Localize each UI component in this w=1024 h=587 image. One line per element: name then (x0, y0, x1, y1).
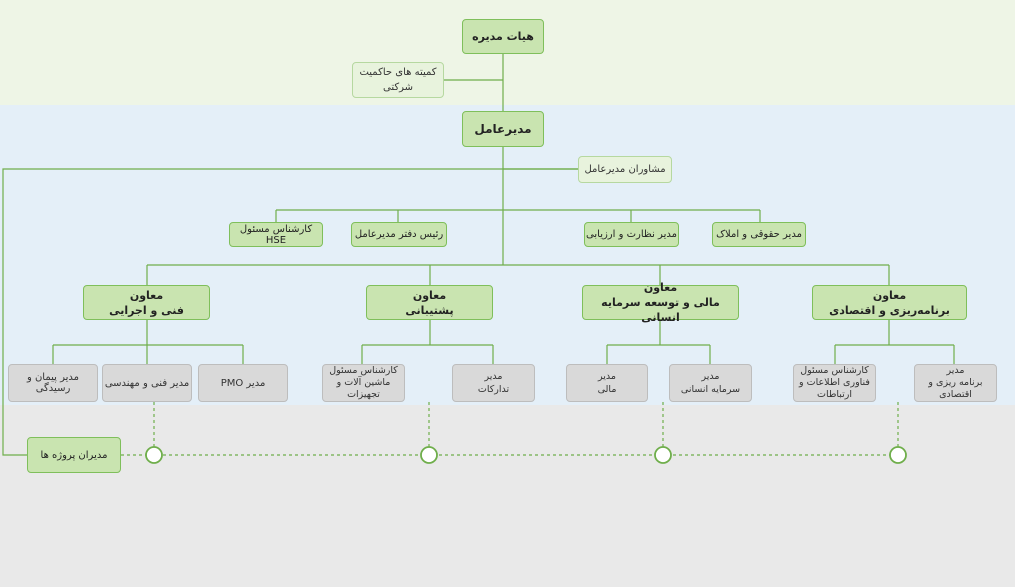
contract-manager-label: مدیر پیمان و رسیدگی (26, 372, 80, 394)
deputy-planning-name: برنامه‌ریزی و اقتصادی (829, 303, 950, 317)
ceo-label: مدیرعامل (474, 122, 532, 136)
ceo-office-head-box[interactable]: رئیس دفتر مدیرعامل (351, 222, 447, 247)
it-line-2: فناوری اطلاعات و (799, 377, 870, 388)
pmo-manager-label: مدیر PMO (220, 377, 266, 389)
planning-line-1: مدیر (946, 365, 965, 376)
board-label: هیات مدیره (472, 30, 534, 43)
contract-manager-box[interactable]: مدیر پیمان و رسیدگی (8, 364, 98, 402)
deputy-finance-title: معاون (643, 281, 678, 294)
legal-manager-box[interactable]: مدیر حقوقی و املاک (712, 222, 806, 247)
project-managers-label: مدیران پروژه ها (40, 449, 108, 461)
supervision-manager-label: مدیر نظارت و ارزیابی (586, 229, 677, 240)
pmo-manager-box[interactable]: مدیر PMO (198, 364, 288, 402)
finance-manager-box[interactable]: مدیر مالی (566, 364, 648, 402)
board-box[interactable]: هیات مدیره (462, 19, 544, 54)
machinery-line-3: تجهیزات (347, 389, 380, 400)
engineering-manager-box[interactable]: مدیر فنی و مهندسی (102, 364, 192, 402)
hse-expert-label: کارشناس مسئول HSE (239, 223, 313, 246)
governance-line-1: کمیته های حاکمیت (359, 67, 437, 78)
project-node (889, 446, 907, 464)
engineering-manager-label: مدیر فنی و مهندسی (104, 377, 190, 389)
hse-expert-box[interactable]: کارشناس مسئول HSE (229, 222, 323, 247)
planning-line-3: اقتصادی (939, 389, 972, 400)
project-node (145, 446, 163, 464)
ceo-office-head-label: رئیس دفتر مدیرعامل (354, 229, 444, 240)
legal-manager-label: مدیر حقوقی و املاک (716, 229, 802, 240)
governance-committees-box[interactable]: کمیته های حاکمیت شرکتی (352, 62, 444, 98)
machinery-line-1: کارشناس مسئول (329, 365, 398, 376)
it-line-3: ارتباطات (817, 389, 853, 400)
executive-level-band (0, 105, 1015, 405)
deputy-technical-name: فنی و اجرایی (109, 303, 184, 317)
hr-manager-box[interactable]: مدیر سرمایه انسانی (669, 364, 752, 402)
deputy-finance-name: مالی و توسعه سرمایه انسانی (601, 296, 720, 324)
ceo-advisors-label: مشاوران مدیرعامل (584, 164, 666, 175)
deputy-support-title: معاون (412, 288, 447, 302)
hr-line-1: مدیر (701, 371, 720, 382)
procurement-line-1: مدیر (484, 371, 503, 382)
deputy-support-name: پشتیبانی (405, 303, 454, 317)
deputy-planning-title: معاون (872, 288, 907, 302)
planning-line-2: برنامه ریزی و (928, 377, 983, 388)
machinery-line-2: ماشین آلات و (336, 377, 391, 388)
governance-line-2: شرکتی (383, 82, 414, 93)
project-node (654, 446, 672, 464)
it-line-1: کارشناس مسئول (800, 365, 869, 376)
finance-line-1: مدیر (598, 371, 616, 382)
hr-line-2: سرمایه انسانی (680, 384, 741, 395)
project-level-band (0, 405, 1015, 587)
finance-line-2: مالی (597, 384, 617, 395)
supervision-manager-box[interactable]: مدیر نظارت و ارزیابی (584, 222, 679, 247)
deputy-finance-box[interactable]: معاون مالی و توسعه سرمایه انسانی (582, 281, 739, 324)
ceo-box[interactable]: مدیرعامل (462, 111, 544, 147)
procurement-manager-box[interactable]: مدیر تدارکات (452, 364, 535, 402)
project-managers-box[interactable]: مدیران پروژه ها (27, 437, 121, 473)
deputy-technical-title: معاون (129, 288, 164, 302)
procurement-line-2: تدارکات (477, 384, 510, 395)
ceo-advisors-box[interactable]: مشاوران مدیرعامل (578, 156, 672, 183)
project-node (420, 446, 438, 464)
